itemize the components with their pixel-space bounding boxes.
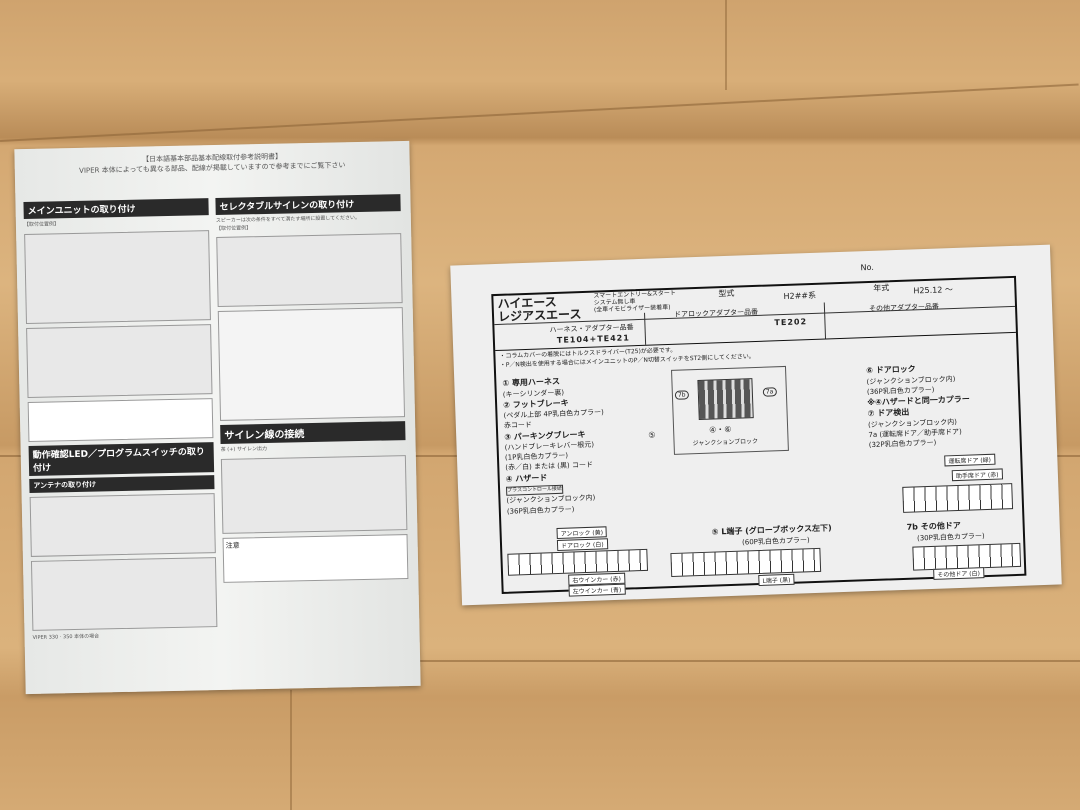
model-label: 型式	[718, 288, 735, 299]
note-box	[27, 397, 214, 442]
32p-connector	[902, 483, 1014, 513]
caution-label: 注意	[225, 541, 240, 550]
caution-box: 注意	[222, 533, 409, 583]
system-type: スマートエントリー&スタートシステム無し車(全車イモビライザー装着車)	[593, 289, 676, 314]
section-sub: 【取付位置例】	[23, 221, 59, 229]
wire-label: 左ウインカー (青)	[568, 583, 626, 597]
installation-manual-sheet: 【日本語基本部品基本配線取付参考説明書】 VIPER 本体によっても異なる部品、…	[14, 140, 421, 695]
engine-bay-illustration	[216, 233, 403, 307]
wire-label: アンロック (黄)	[556, 526, 608, 540]
section-title: メインユニットの取り付け	[23, 198, 209, 220]
model-value: H2##系	[783, 290, 817, 301]
section-title: 動作確認LED／プログラムスイッチの取り付け	[28, 441, 215, 476]
junction-block-diagram: ④・⑥ ジャンクションブロック 7b 7a	[671, 365, 789, 455]
harness-part-number: TE104+TE421	[556, 333, 630, 345]
item-7b-detail: (30P乳白色カプラー)	[916, 532, 985, 543]
30p-connector	[912, 542, 1022, 571]
section-sub: 茶 (+) サイレン出力	[220, 445, 268, 453]
year-label: 年式	[873, 283, 890, 293]
door-lock-part-number: TE202	[774, 317, 808, 328]
section-title: サイレン線の接続	[220, 421, 406, 444]
siren-instructions	[217, 307, 406, 421]
wire-label: 運転席ドア (緑)	[944, 453, 996, 467]
floor-seam	[725, 0, 727, 90]
wire-label: L端子 (黒)	[758, 573, 795, 587]
manual-footer: VIPER 330 · 350 本体の場合	[32, 633, 100, 641]
floor-seam	[290, 690, 292, 810]
wire-label: 助手席ドア (赤)	[951, 468, 1003, 482]
manual-left-column: メインユニットの取り付け 【取付位置例】 動作確認LED／プログラムスイッチの取…	[23, 195, 218, 642]
manual-right-column: セレクタブルサイレンの取り付け スピーカーは次の条件をすべて満たす場所に設置して…	[215, 191, 409, 586]
item-5-detail: (60P乳白色カプラー)	[741, 536, 810, 547]
wiring-reference-sheet: No. ハイエースレジアスエース スマートエントリー&スタートシステム無し車(全…	[450, 244, 1062, 606]
vehicle-name: ハイエースレジアスエース	[497, 294, 582, 324]
wire-label: ドアロック (白)	[556, 538, 608, 552]
other-adapter-label: その他アダプター品番	[868, 302, 940, 313]
item-list-right: ⑥ ドアロック(ジャンクションブロック内)(36P乳白色カプラー)※④ハザードと…	[866, 364, 970, 450]
60p-connector	[670, 547, 822, 578]
led-switch-illustration	[30, 556, 218, 631]
year-value: H25.12 ～	[913, 285, 954, 296]
floor-seam	[0, 83, 1079, 142]
dashboard-illustration	[24, 229, 211, 324]
siren-wiring-diagram	[220, 454, 408, 534]
section-sub: アンテナの取り付け	[29, 474, 215, 493]
door-lock-adapter-label: ドアロックアダプター品番	[673, 307, 759, 319]
section-title: セレクタブルサイレンの取り付け	[215, 194, 401, 215]
reference-table-frame: ハイエースレジアスエース スマートエントリー&スタートシステム無し車(全車イモビ…	[491, 275, 1027, 597]
connector-5-marker: ⑤	[648, 430, 656, 440]
car-interior-illustration	[29, 492, 216, 557]
unit-illustration	[26, 323, 213, 398]
floor-seam	[300, 660, 1080, 662]
number-label: No.	[860, 262, 875, 273]
item-list: ① 専用ハーネス(キーシリンダー裏) ② フットブレーキ(ペダル上部 4P乳白色…	[502, 376, 604, 516]
36p-connector	[507, 548, 649, 576]
wire-label: その他ドア (白)	[933, 567, 985, 580]
